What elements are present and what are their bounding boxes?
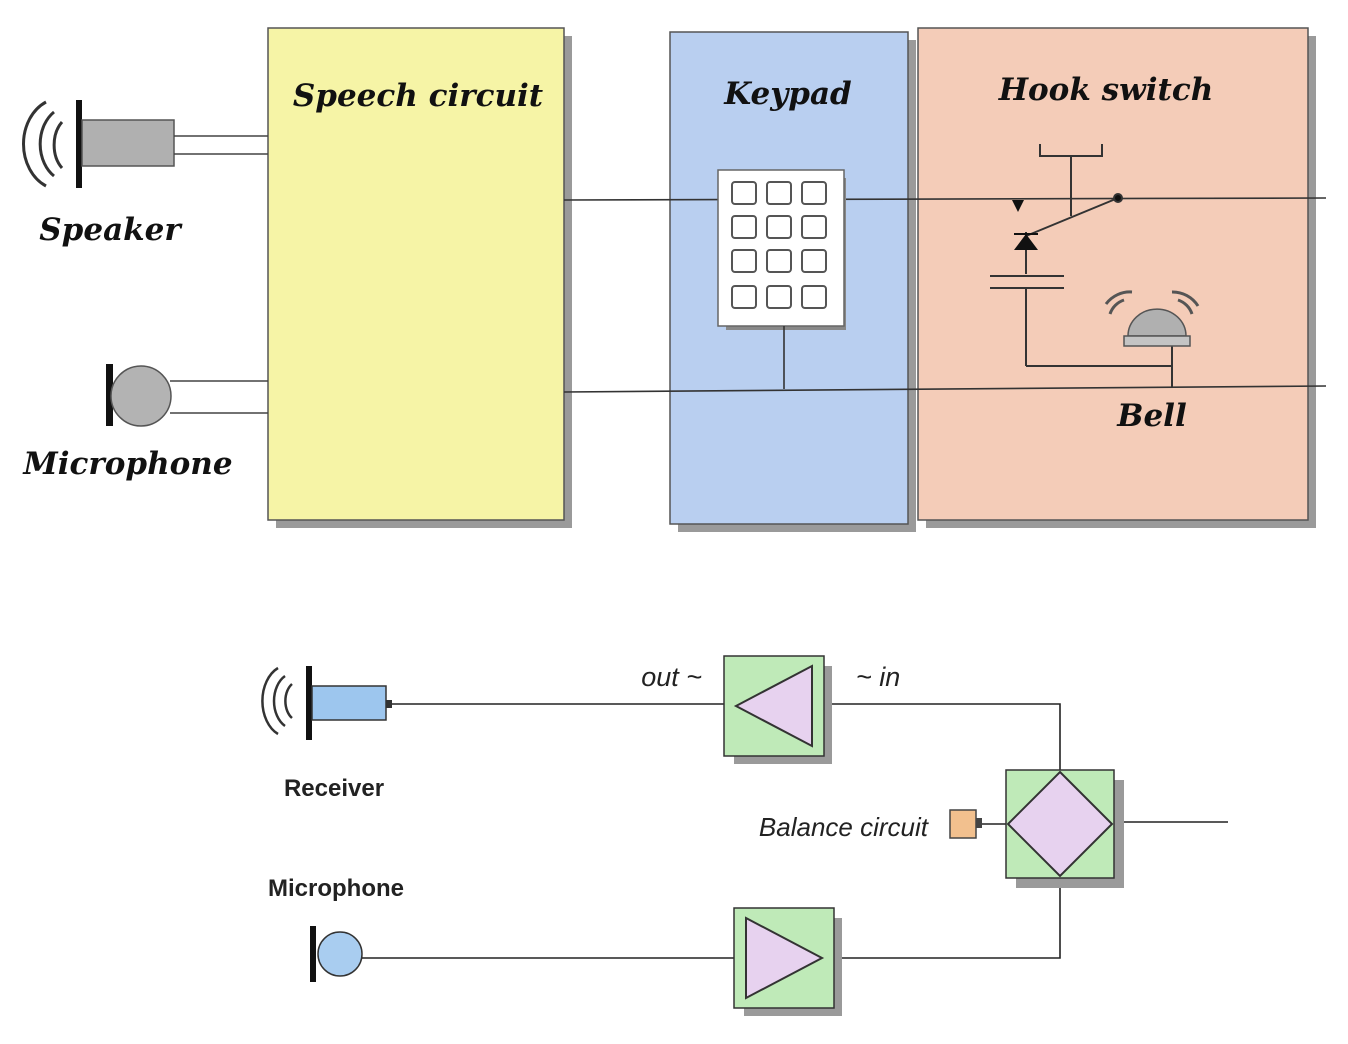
speech-circuit-block — [267, 27, 565, 521]
bell-icon — [1104, 290, 1200, 347]
hook-switch-icon — [1012, 144, 1123, 237]
bottom-diagram: Receiver Microphone — [261, 655, 1228, 1016]
balance-circuit-label: Balance circuit — [759, 812, 930, 842]
receiver-icon — [261, 666, 392, 740]
hybrid-bridge — [1005, 769, 1124, 888]
microphone-bottom-label: Microphone — [268, 875, 404, 902]
balance-circuit-icon — [949, 809, 982, 839]
bottom-wires — [362, 703, 1228, 959]
receiver-label: Receiver — [284, 775, 384, 802]
speech-circuit-title: Speech circuit — [293, 78, 544, 114]
keypad-title: Keypad — [723, 76, 851, 112]
microphone-icon — [106, 364, 172, 427]
speaker-label: Speaker — [39, 212, 183, 248]
in-label: ~ in — [856, 662, 900, 692]
top-diagram: Speech circuit Keypad Hook switch Speake… — [22, 27, 1327, 532]
capacitor-icon — [990, 275, 1173, 388]
out-label: out ~ — [641, 662, 702, 692]
hook-switch-block — [917, 27, 1309, 521]
top-bus-line — [563, 197, 1327, 201]
receive-amplifier — [723, 655, 832, 764]
microphone-label: Microphone — [22, 446, 232, 482]
keypad-icon — [717, 169, 846, 330]
diode-icon — [1014, 232, 1038, 274]
speaker-icon — [22, 100, 175, 188]
hook-switch-title: Hook switch — [998, 72, 1214, 108]
transmit-amplifier — [733, 907, 842, 1016]
bottom-bus-line — [563, 385, 1327, 393]
bell-label: Bell — [1116, 398, 1186, 434]
microphone-bottom-icon — [310, 926, 363, 982]
